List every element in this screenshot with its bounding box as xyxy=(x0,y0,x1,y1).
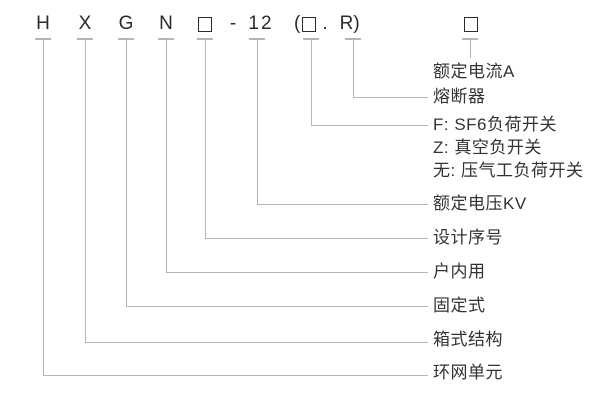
leader-vline-h xyxy=(43,40,44,376)
leader-vline-r xyxy=(353,40,354,98)
leader-cap-n xyxy=(158,38,174,40)
leader-cap-box3 xyxy=(462,38,478,40)
code-char-x: X xyxy=(78,13,92,34)
leader-hline-g xyxy=(126,306,428,307)
leader-vline-box1 xyxy=(205,40,206,239)
placeholder-box-icon xyxy=(464,17,478,32)
code-paren-group: ( . R ) xyxy=(294,13,360,34)
placeholder-box-icon xyxy=(198,17,212,32)
leader-cap-g xyxy=(118,38,134,40)
leader-hline-box1 xyxy=(205,238,428,239)
leader-vline-voltage xyxy=(257,40,258,205)
code-char-g: G xyxy=(118,13,134,34)
code-voltage: 12 xyxy=(248,13,274,34)
label-ring-unit: 环网单元 xyxy=(433,363,503,382)
code-dot: . xyxy=(322,13,328,34)
label-design-serial: 设计序号 xyxy=(433,228,503,247)
placeholder-box-icon xyxy=(302,16,317,32)
leader-hline-box2 xyxy=(311,125,428,126)
label-fixed: 固定式 xyxy=(433,296,486,315)
label-f-option: F: SF6负荷开关 xyxy=(433,115,558,134)
leader-cap-box2 xyxy=(303,38,319,40)
paren-open: ( xyxy=(294,13,301,34)
label-rated-current: 额定电流A xyxy=(433,62,515,81)
paren-close: ) xyxy=(353,13,360,34)
leader-vline-box3 xyxy=(470,40,471,58)
leader-vline-box2 xyxy=(311,40,312,126)
leader-cap-box1 xyxy=(197,38,213,40)
label-z-option: Z: 真空负开关 xyxy=(433,138,542,157)
code-char-n: N xyxy=(159,13,173,34)
leader-cap-r xyxy=(345,38,361,40)
leader-vline-n xyxy=(166,40,167,273)
leader-vline-g xyxy=(126,40,127,307)
leader-hline-n xyxy=(166,272,428,273)
leader-vline-x xyxy=(85,40,86,343)
leader-hline-x xyxy=(85,342,428,343)
leader-cap-voltage xyxy=(249,38,265,40)
leader-hline-r xyxy=(353,97,428,98)
label-box-structure: 箱式结构 xyxy=(433,330,503,349)
label-none-option: 无: 压气工负荷开关 xyxy=(433,161,584,180)
label-fuse: 熔断器 xyxy=(433,87,486,106)
code-char-r: R xyxy=(339,13,354,34)
leader-hline-voltage xyxy=(257,204,428,205)
code-hyphen: - xyxy=(229,13,237,34)
label-rated-voltage: 额定电压KV xyxy=(433,194,527,213)
leader-cap-h xyxy=(35,38,51,40)
code-char-h: H xyxy=(36,13,50,34)
label-indoor: 户内用 xyxy=(433,262,486,281)
leader-hline-h xyxy=(43,375,428,376)
leader-cap-x xyxy=(77,38,93,40)
